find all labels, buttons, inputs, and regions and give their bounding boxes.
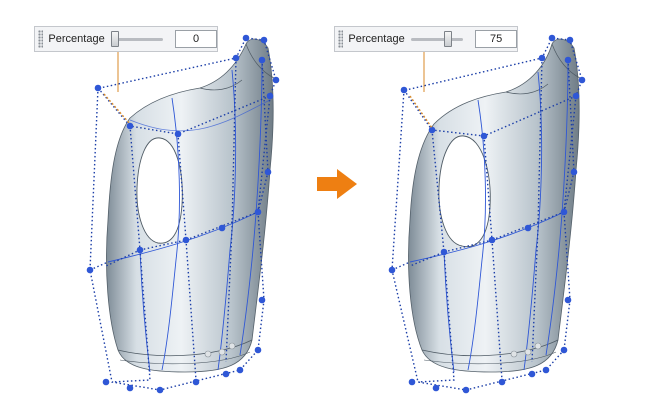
control-points: [388, 34, 586, 394]
percentage-value-field[interactable]: 75: [475, 30, 517, 48]
slider-thumb[interactable]: [443, 31, 452, 47]
right-panel: Percentage 75: [306, 0, 636, 408]
left-panel: Percentage 0: [0, 0, 330, 408]
slider-track: [410, 38, 464, 41]
pitcher-model-deformed: [388, 34, 586, 394]
percentage-label: Percentage: [348, 33, 405, 45]
percentage-control: Percentage 0: [34, 26, 218, 52]
percentage-value-field[interactable]: 0: [175, 30, 217, 48]
pitcher-model-original: [86, 34, 280, 394]
pitcher-handle-hole: [438, 135, 491, 248]
pitcher-body: [106, 38, 274, 373]
arrow-right-icon: [317, 169, 357, 199]
percentage-slider[interactable]: [110, 31, 164, 47]
percentage-control: Percentage 75: [334, 26, 518, 52]
drag-grip-icon[interactable]: [38, 30, 44, 48]
percentage-slider[interactable]: [410, 31, 464, 47]
pitcher-body: [408, 38, 580, 373]
slider-track: [110, 38, 164, 41]
drag-grip-icon[interactable]: [338, 30, 344, 48]
slider-thumb[interactable]: [110, 31, 119, 47]
pitcher-handle-hole: [136, 137, 183, 244]
percentage-label: Percentage: [48, 33, 105, 45]
control-points: [86, 34, 280, 394]
